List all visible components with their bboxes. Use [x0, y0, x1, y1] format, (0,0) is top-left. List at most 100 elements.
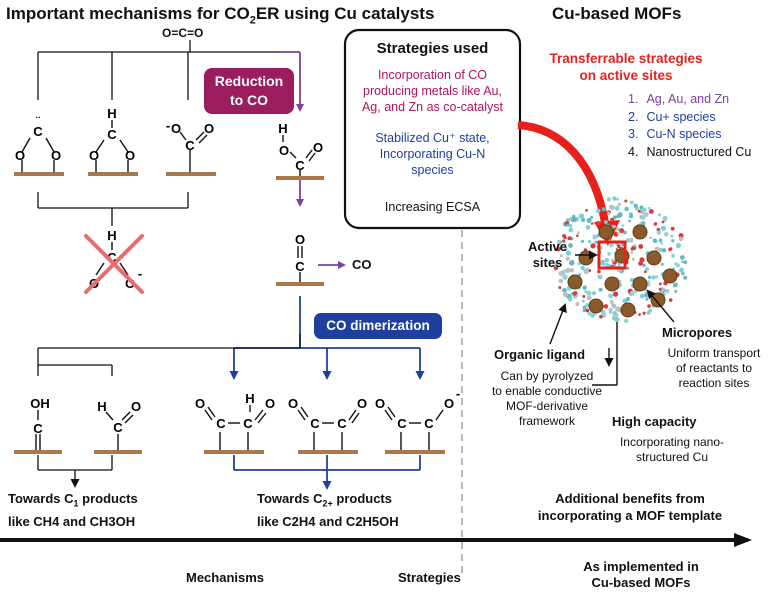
mof-cu-node — [632, 224, 648, 240]
mof-ligand-atom — [581, 299, 585, 303]
c2-products-label: Towards C2+ products like C2H4 and C2H5O… — [257, 491, 399, 529]
svg-text:C: C — [243, 416, 253, 431]
mof-cu-node — [646, 250, 662, 266]
mof-ligand-atom — [612, 224, 617, 229]
mof-ligand-atom — [609, 204, 612, 208]
red-cross-icon — [84, 234, 144, 294]
mof-ligand-atom — [556, 246, 561, 252]
mof-ligand-atom — [586, 217, 592, 223]
reduction-label-line1: Reduction — [214, 73, 284, 89]
mof-ligand-atom — [562, 292, 569, 298]
active-sites-label: Active sites — [528, 239, 568, 270]
mof-ligand-atom — [599, 314, 603, 319]
mof-pointer-arrows — [549, 250, 675, 386]
cu-surface — [204, 450, 264, 454]
mof-ligand-atom — [582, 285, 587, 290]
cu-surface — [94, 450, 142, 454]
mof-ligand-atom — [607, 211, 611, 215]
organic-ligand-label: Organic ligand — [494, 347, 586, 362]
mof-ligand-atom — [617, 244, 621, 248]
mof-ligand-atom — [569, 260, 575, 266]
svg-text:-: - — [138, 266, 142, 281]
mof-ligand-atom — [590, 215, 594, 219]
high-capacity-label: High capacity — [612, 414, 697, 429]
intermediate-cooh — [282, 135, 316, 176]
mof-ligand-atom — [679, 255, 685, 260]
intermediate-adsorbed-co — [297, 246, 303, 282]
svg-text:O: O — [313, 140, 323, 155]
svg-text:O: O — [444, 396, 454, 411]
transfer-strategy-number: 1. — [628, 92, 639, 106]
intermediate-cooh-atoms: H O C O — [278, 121, 323, 173]
svg-text:OH: OH — [30, 396, 50, 411]
mof-ligand-atom — [683, 275, 688, 280]
mof-ligand-atom — [679, 267, 684, 273]
mof-ligand-atom — [616, 213, 621, 219]
mof-ligand-atom — [639, 293, 645, 299]
svg-text:H: H — [278, 121, 287, 136]
mof-ligand-atom — [558, 286, 562, 290]
mof-ligand-atom — [644, 292, 650, 298]
mof-ligand-atom — [580, 239, 585, 243]
transfer-strategy-item: 4.Nanostructured Cu — [628, 144, 751, 162]
high-capacity-description: Incorporating nano- structured Cu — [619, 435, 725, 464]
intermediate-coh — [35, 410, 41, 450]
mof-ligand-atom — [603, 304, 609, 309]
mof-ligand-atom — [639, 208, 645, 215]
mof-ligand-atom — [658, 213, 661, 217]
transfer-strategy-number: 3. — [628, 127, 639, 141]
mof-ligand-atom — [598, 287, 603, 292]
svg-text:O: O — [265, 396, 275, 411]
mof-ligand-atom — [639, 214, 644, 220]
mof-ligand-atom — [629, 212, 633, 216]
mof-ligand-atom — [649, 209, 654, 214]
mof-ligand-atom — [643, 212, 649, 218]
co-product-label: CO — [352, 257, 372, 272]
reduction-to-co-badge: Reduction to CO — [204, 68, 294, 114]
mof-ligand-atom — [582, 309, 586, 312]
mof-ligand-atom — [678, 236, 684, 242]
mof-ligand-atom — [675, 243, 682, 249]
mof-ligand-atom — [609, 300, 614, 304]
mof-ligand-atom — [625, 238, 631, 243]
mof-ligand-atom — [662, 215, 668, 222]
svg-text:O: O — [89, 148, 99, 163]
mof-ligand-atom — [624, 199, 628, 203]
mof-ligand-atom — [606, 197, 612, 202]
svg-text:O: O — [125, 276, 135, 291]
mof-ligand-atom — [565, 250, 572, 256]
mof-ligand-atom — [654, 246, 660, 252]
svg-text:O: O — [131, 399, 141, 414]
mof-ligand-atom — [587, 240, 592, 244]
mof-ligand-atom — [597, 269, 601, 274]
strategy-cocatalyst: Incorporation of CO producing metals lik… — [361, 68, 504, 114]
mof-ligand-atom — [674, 289, 678, 293]
mof-ligand-atom — [587, 311, 592, 316]
mof-ligand-atom — [637, 209, 641, 213]
strategy-ecsa: Increasing ECSA — [384, 200, 481, 214]
svg-text:O: O — [288, 396, 298, 411]
mof-ligand-atom — [565, 267, 571, 274]
mof-ligand-atom — [580, 265, 585, 271]
mof-ligand-atom — [575, 294, 579, 297]
svg-text:H: H — [107, 228, 116, 243]
svg-text:-: - — [166, 118, 170, 133]
cu-surface — [14, 172, 64, 176]
mof-ligand-atom — [625, 296, 631, 302]
mof-ligand-atom — [576, 231, 580, 235]
svg-text:C: C — [310, 416, 320, 431]
svg-text:C: C — [295, 158, 305, 173]
mof-ligand-atom — [660, 262, 664, 266]
mof-ligand-atom — [562, 287, 567, 293]
intermediate-carboxylate — [179, 131, 208, 172]
intermediate-bidentate-radical-atoms: C ¨ O O — [15, 114, 61, 163]
mof-ligand-atom — [594, 240, 598, 244]
mof-ligand-atom — [591, 291, 597, 296]
strategies-box — [343, 28, 522, 230]
transfer-strategy-item: 2.Cu+ species — [628, 109, 751, 127]
mof-ligand-atom — [563, 235, 567, 240]
mof-ligand-atom — [614, 316, 620, 322]
mof-ligand-atom — [630, 251, 634, 255]
